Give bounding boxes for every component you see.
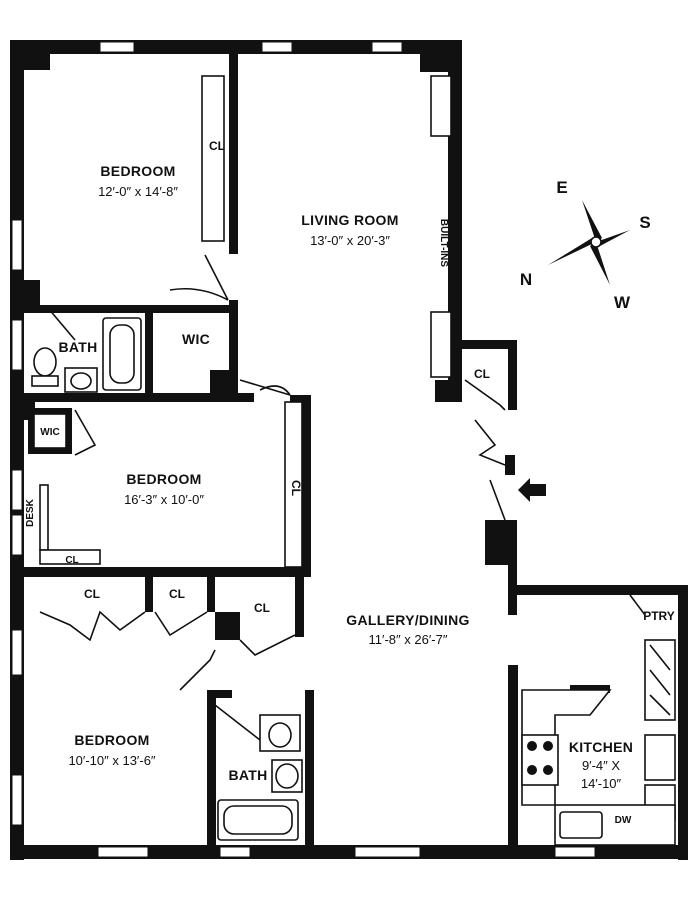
windows [11,41,596,858]
dishwasher-label: DW [615,815,632,826]
closets [39,75,452,568]
living-room-name: LIVING ROOM [301,212,398,228]
builtins-label: BUILT-INS [438,219,449,267]
wic-small [28,408,72,454]
closet-doors [39,610,296,656]
bedroom3-name: BEDROOM [74,732,149,748]
pantry-label: PTRY [643,609,675,623]
kitchen-dims-line1: 9′-4″ X [582,758,620,773]
interior-walls [10,54,610,850]
bedroom1-name: BEDROOM [100,163,175,179]
entry-arrow-icon [518,478,546,502]
closet-label: CL [254,601,270,615]
compass-north-label: N [520,270,532,289]
kitchen-name: KITCHEN [569,739,633,755]
closet-label: CL [84,587,100,601]
kitchen-fixtures [521,639,676,846]
compass-south-label: S [639,213,650,232]
bedroom3-dims: 10′-10″ x 13′-6″ [68,753,155,768]
desk-label: DESK [25,498,36,527]
closet-label: CL [65,555,78,566]
gallery-name: GALLERY/DINING [346,612,469,628]
bath1-name: BATH [58,339,97,355]
gallery-dims: 11′-8″ x 26′-7″ [369,632,448,647]
bedroom2-name: BEDROOM [126,471,201,487]
closet-label: CL [289,480,303,496]
kitchen-dims-line2: 14′-10″ [581,776,622,791]
closet-label: CL [209,139,225,153]
wic1-name: WIC [182,331,210,347]
bath1-fixtures [31,317,142,393]
door-swings [47,254,646,741]
compass-icon [548,200,630,285]
bath2-fixtures [217,714,303,841]
bedroom2-dims: 16′-3″ x 10′-0″ [124,492,204,507]
bath2-name: BATH [228,767,267,783]
compass-west-label: W [614,293,631,312]
wic-small-label: WIC [40,427,59,438]
closet-label: CL [474,367,490,381]
living-room-dims: 13′-0″ x 20′-3″ [310,233,390,248]
bedroom1-dims: 12′-0″ x 14′-8″ [98,184,178,199]
compass-east-label: E [556,178,567,197]
closet-label: CL [169,587,185,601]
